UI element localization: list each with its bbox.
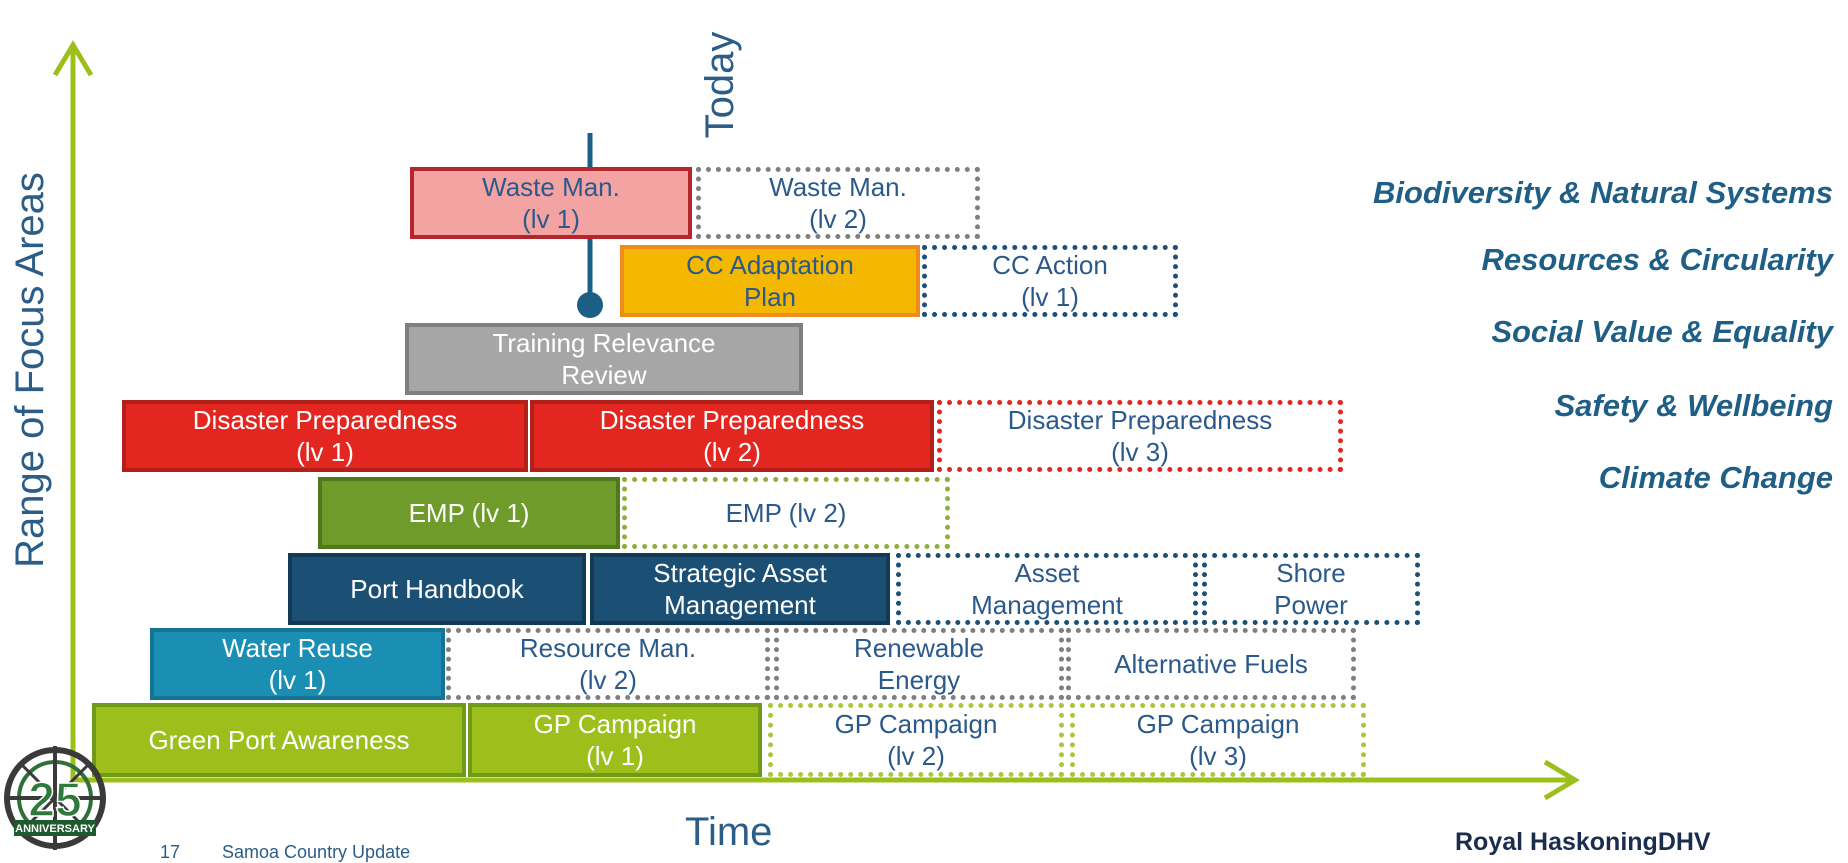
box-disaster-prep-lv3: Disaster Preparedness (lv 3) — [937, 400, 1343, 472]
page-number: 17 — [160, 842, 181, 862]
box-waste-man-lv2: Waste Man. (lv 2) — [696, 167, 980, 239]
box-green-port-awareness: Green Port Awareness — [92, 703, 466, 777]
focus-area-social-value: Social Value & Equality — [1491, 314, 1833, 349]
badge-number: 25 — [28, 774, 81, 827]
box-emp-lv2: EMP (lv 2) — [622, 477, 950, 549]
anniversary-badge-icon: 25 ANNIVERSARY — [4, 746, 106, 850]
box-strategic-asset-management: Strategic Asset Management — [590, 553, 890, 625]
box-cc-adaptation-plan: CC Adaptation Plan — [620, 245, 920, 317]
box-gp-campaign-lv3: GP Campaign (lv 3) — [1070, 703, 1366, 777]
focus-area-biodiversity: Biodiversity & Natural Systems — [1372, 175, 1833, 210]
box-gp-campaign-lv2: GP Campaign (lv 2) — [768, 703, 1064, 777]
box-gp-campaign-lv1: GP Campaign (lv 1) — [468, 703, 762, 777]
box-waste-man-lv1: Waste Man. (lv 1) — [410, 167, 692, 239]
badge-text: ANNIVERSARY — [15, 823, 95, 835]
focus-area-climate-change: Climate Change — [1598, 460, 1833, 495]
box-resource-man-lv2: Resource Man. (lv 2) — [446, 628, 770, 700]
box-port-handbook: Port Handbook — [288, 553, 586, 625]
box-asset-management: Asset Management — [896, 553, 1198, 625]
today-label: Today — [698, 31, 742, 139]
x-axis-arrow — [1543, 759, 1580, 801]
box-disaster-prep-lv1: Disaster Preparedness (lv 1) — [122, 400, 528, 472]
box-cc-action-lv1: CC Action (lv 1) — [922, 245, 1178, 317]
box-disaster-prep-lv2: Disaster Preparedness (lv 2) — [530, 400, 934, 472]
x-axis-label: Time — [685, 810, 773, 854]
brand-logo: Royal HaskoningDHV — [1455, 828, 1711, 856]
focus-area-resources: Resources & Circularity — [1481, 242, 1833, 277]
box-alternative-fuels: Alternative Fuels — [1066, 628, 1356, 700]
footer-title: Samoa Country Update — [222, 842, 411, 862]
box-renewable-energy: Renewable Energy — [774, 628, 1064, 700]
today-marker — [577, 292, 603, 318]
box-water-reuse-lv1: Water Reuse (lv 1) — [150, 628, 445, 700]
focus-area-safety: Safety & Wellbeing — [1554, 388, 1834, 423]
box-emp-lv1: EMP (lv 1) — [318, 477, 620, 549]
y-axis-label: Range of Focus Areas — [8, 172, 52, 568]
y-axis-arrow — [52, 40, 94, 77]
box-training-relevance-review: Training Relevance Review — [405, 323, 803, 395]
box-shore-power: Shore Power — [1202, 553, 1420, 625]
